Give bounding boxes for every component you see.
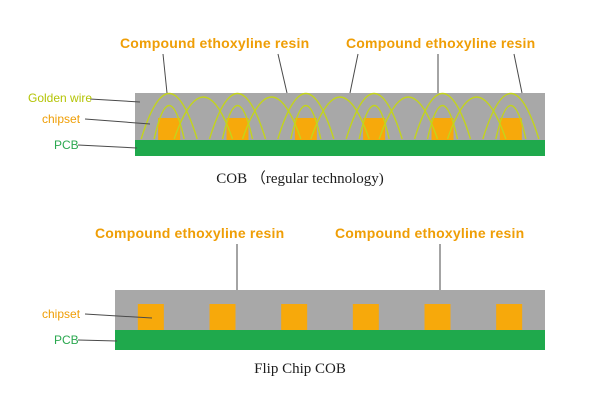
golden-wire-arc [208,93,267,140]
top-resin-layer [135,93,545,140]
top-caption: COB （regular technology) [216,171,384,187]
top-resin-leader-line [162,53,168,94]
top-pcb-pointer-line [77,144,138,149]
golden-wire-arc [173,96,234,140]
top-resin-leader-line [277,53,288,94]
golden-wire-arc [277,93,335,140]
bottom-chipset-pointer-line [84,313,153,319]
top-resin-label-right: Compound ethoxyline resin [346,35,536,51]
golden-wire-arc [426,105,459,140]
top-chipset-block [294,118,317,140]
golden-wire-arc [446,96,507,140]
top-resin-label-left: Compound ethoxyline resin [120,35,310,51]
top-chipset-label: chipset [42,112,81,126]
golden-wire-arc [153,105,185,140]
golden-wire-arc [221,105,254,140]
bottom-pcb-pointer-line [77,339,118,342]
bottom-pcb-label: PCB [54,333,79,347]
top-resin-leader-line [349,53,359,94]
golden-wire-arc [495,105,527,140]
golden-wire-arc [482,93,540,140]
top-chipset-block [226,118,249,140]
bottom-caption: Flip Chip COB [254,361,346,377]
bottom-chipset-block [352,304,379,330]
bottom-resin-layer [115,290,545,330]
top-chipset-block [499,118,522,140]
top-chipset-block [363,118,386,140]
golden-wire-arc [345,93,403,140]
bottom-chipset-block [209,304,236,330]
bottom-chipset-block [496,304,523,330]
top-chipset-block [158,118,181,140]
golden-wire-arc [413,93,472,140]
top-pcb-label: PCB [54,138,79,152]
golden-wire-arc [310,96,370,140]
top-chipset-pointer-line [84,118,151,125]
golden-wire-label: Golden wire [28,91,93,105]
bottom-chipset-block [424,304,451,330]
bottom-chipset-label: chipset [42,307,81,321]
bottom-resin-label-right: Compound ethoxyline resin [335,225,525,241]
golden-wire-arc [358,105,390,140]
top-resin-leader-line [513,53,523,94]
top-chipset-block [431,118,454,140]
golden-wire-arc [241,96,302,140]
top-pcb-layer [135,140,545,156]
bottom-chipset-block [281,304,308,330]
golden-wire-arc [378,96,439,140]
golden-wire-arc [290,105,322,140]
golden-wire-arc [140,93,198,140]
bottom-pcb-layer [115,330,545,350]
bottom-resin-label-left: Compound ethoxyline resin [95,225,285,241]
golden-wire-pointer-line [89,98,141,103]
